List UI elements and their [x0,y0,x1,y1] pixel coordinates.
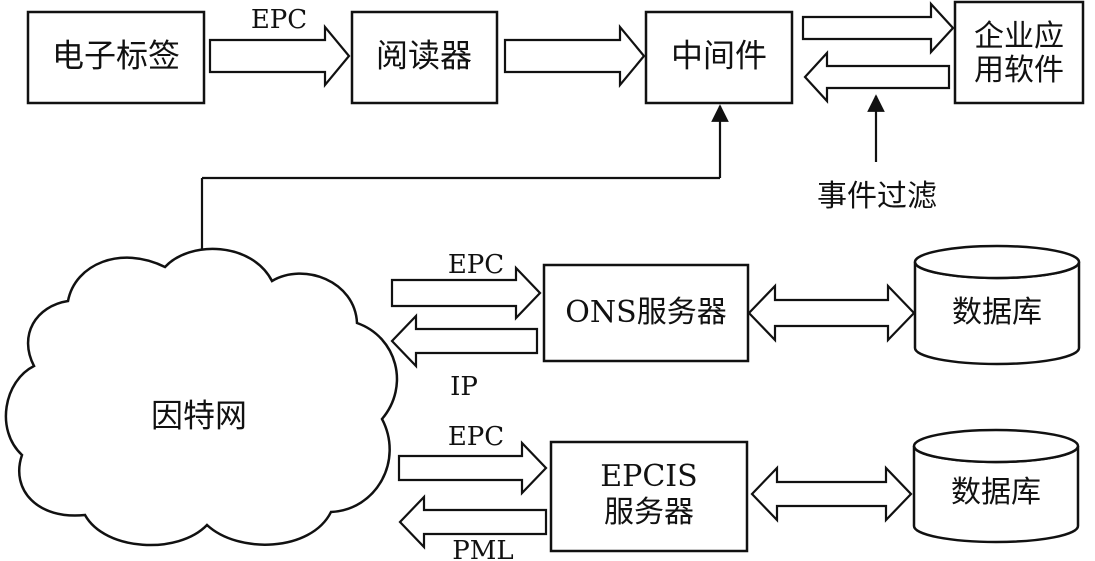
arrow-epcis-db-bidirectional [750,465,913,523]
internet-label: 因特网 [151,397,247,435]
ons-database-label: 数据库 [952,295,1042,330]
ons-database-top [913,244,1081,280]
epcis-server-box [549,440,749,553]
epcis-database-top [912,428,1080,464]
arrow-ons-to-internet [390,313,539,369]
arrow-reader-to-middleware [503,23,646,89]
middleware-box [644,10,794,105]
enterprise-app-label-line1: 企业应 [974,19,1064,54]
tag-label: 电子标签 [52,37,180,75]
event-filter-label: 事件过滤 [817,179,937,214]
reader-box [350,10,499,105]
label-tag-to-reader: EPC [251,5,307,35]
tag-box [26,10,206,105]
middleware-label: 中间件 [671,37,767,75]
label-internet-to-epcis: EPC [448,422,504,452]
ons-server-label: ONS服务器 [565,295,726,330]
enterprise-app-box [953,0,1085,105]
epcis-server-label-line2: 服务器 [604,495,694,530]
arrow-epcis-to-internet [398,494,548,550]
arrow-enterprise-to-middleware [803,50,951,104]
label-internet-to-ons: EPC [448,250,504,280]
internet-cloud [4,247,399,547]
label-epcis-to-internet: PML [452,536,513,561]
arrow-internet-to-ons [390,265,542,321]
arrow-tag-to-reader [208,23,351,89]
arrow-middleware-to-enterprise [801,1,955,55]
reader-label: 阅读器 [376,37,472,75]
label-ons-to-internet: IP [450,372,478,402]
epcis-server-label-line1: EPCIS [600,459,697,494]
arrow-internet-to-epcis [397,440,548,496]
arrow-ons-db-bidirectional [747,283,916,343]
enterprise-app-label-line2: 用软件 [974,53,1064,88]
epcis-database-label: 数据库 [951,475,1041,510]
